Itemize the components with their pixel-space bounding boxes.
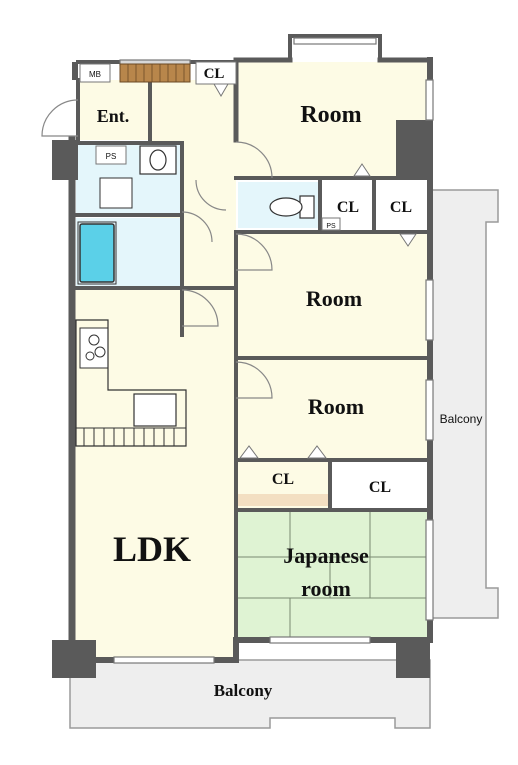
cl-lower-right-floor (334, 462, 430, 508)
bathtub (79, 223, 115, 283)
mb-storage (119, 63, 191, 83)
room-lower-floor (236, 360, 430, 458)
ps-upper-box (95, 145, 127, 165)
windows (113, 37, 434, 664)
japanese-room-label-line2: room (301, 576, 351, 601)
toilet-fixture (269, 195, 315, 219)
cl-lower-left-label: CL (272, 471, 294, 488)
room-top-label: Room (300, 102, 361, 128)
ps-lower-label: PS (326, 223, 336, 230)
cl-top-label: CL (204, 66, 225, 82)
room-lower-label: Room (308, 394, 364, 419)
japanese-room-floor (236, 512, 430, 638)
kitchen-stove (79, 327, 109, 369)
balcony-bottom-area (69, 659, 431, 729)
basin-bowl (149, 149, 167, 171)
ps-upper-label: PS (106, 152, 117, 161)
room-middle-label: Room (306, 286, 362, 311)
closet-markers (213, 83, 417, 459)
ps-lower-box (321, 217, 341, 231)
entrance-floor (78, 80, 150, 140)
entrance-label: Ent. (97, 106, 130, 126)
balcony-right-area (431, 189, 499, 619)
cl-toilet-b-label: CL (390, 199, 412, 216)
balcony-bottom-label: Balcony (214, 681, 273, 700)
door-swings (41, 99, 273, 399)
bathtub-rim (77, 221, 117, 285)
japanese-room-label-line1: Japanese (283, 543, 369, 568)
balcony-right-label: Balcony (440, 412, 483, 426)
mb-label: MB (89, 70, 101, 79)
wood-strip (238, 494, 328, 506)
cl-lower-right-label: CL (369, 479, 391, 496)
ldk-label: LDK (113, 529, 191, 569)
kitchen-sink (133, 393, 177, 427)
washer-space (99, 177, 133, 209)
mb-box (79, 63, 111, 83)
tatami-lines (236, 512, 430, 638)
structural-columns (52, 62, 430, 678)
cl-toilet-a-label: CL (337, 199, 359, 216)
counter-bar (76, 427, 186, 447)
